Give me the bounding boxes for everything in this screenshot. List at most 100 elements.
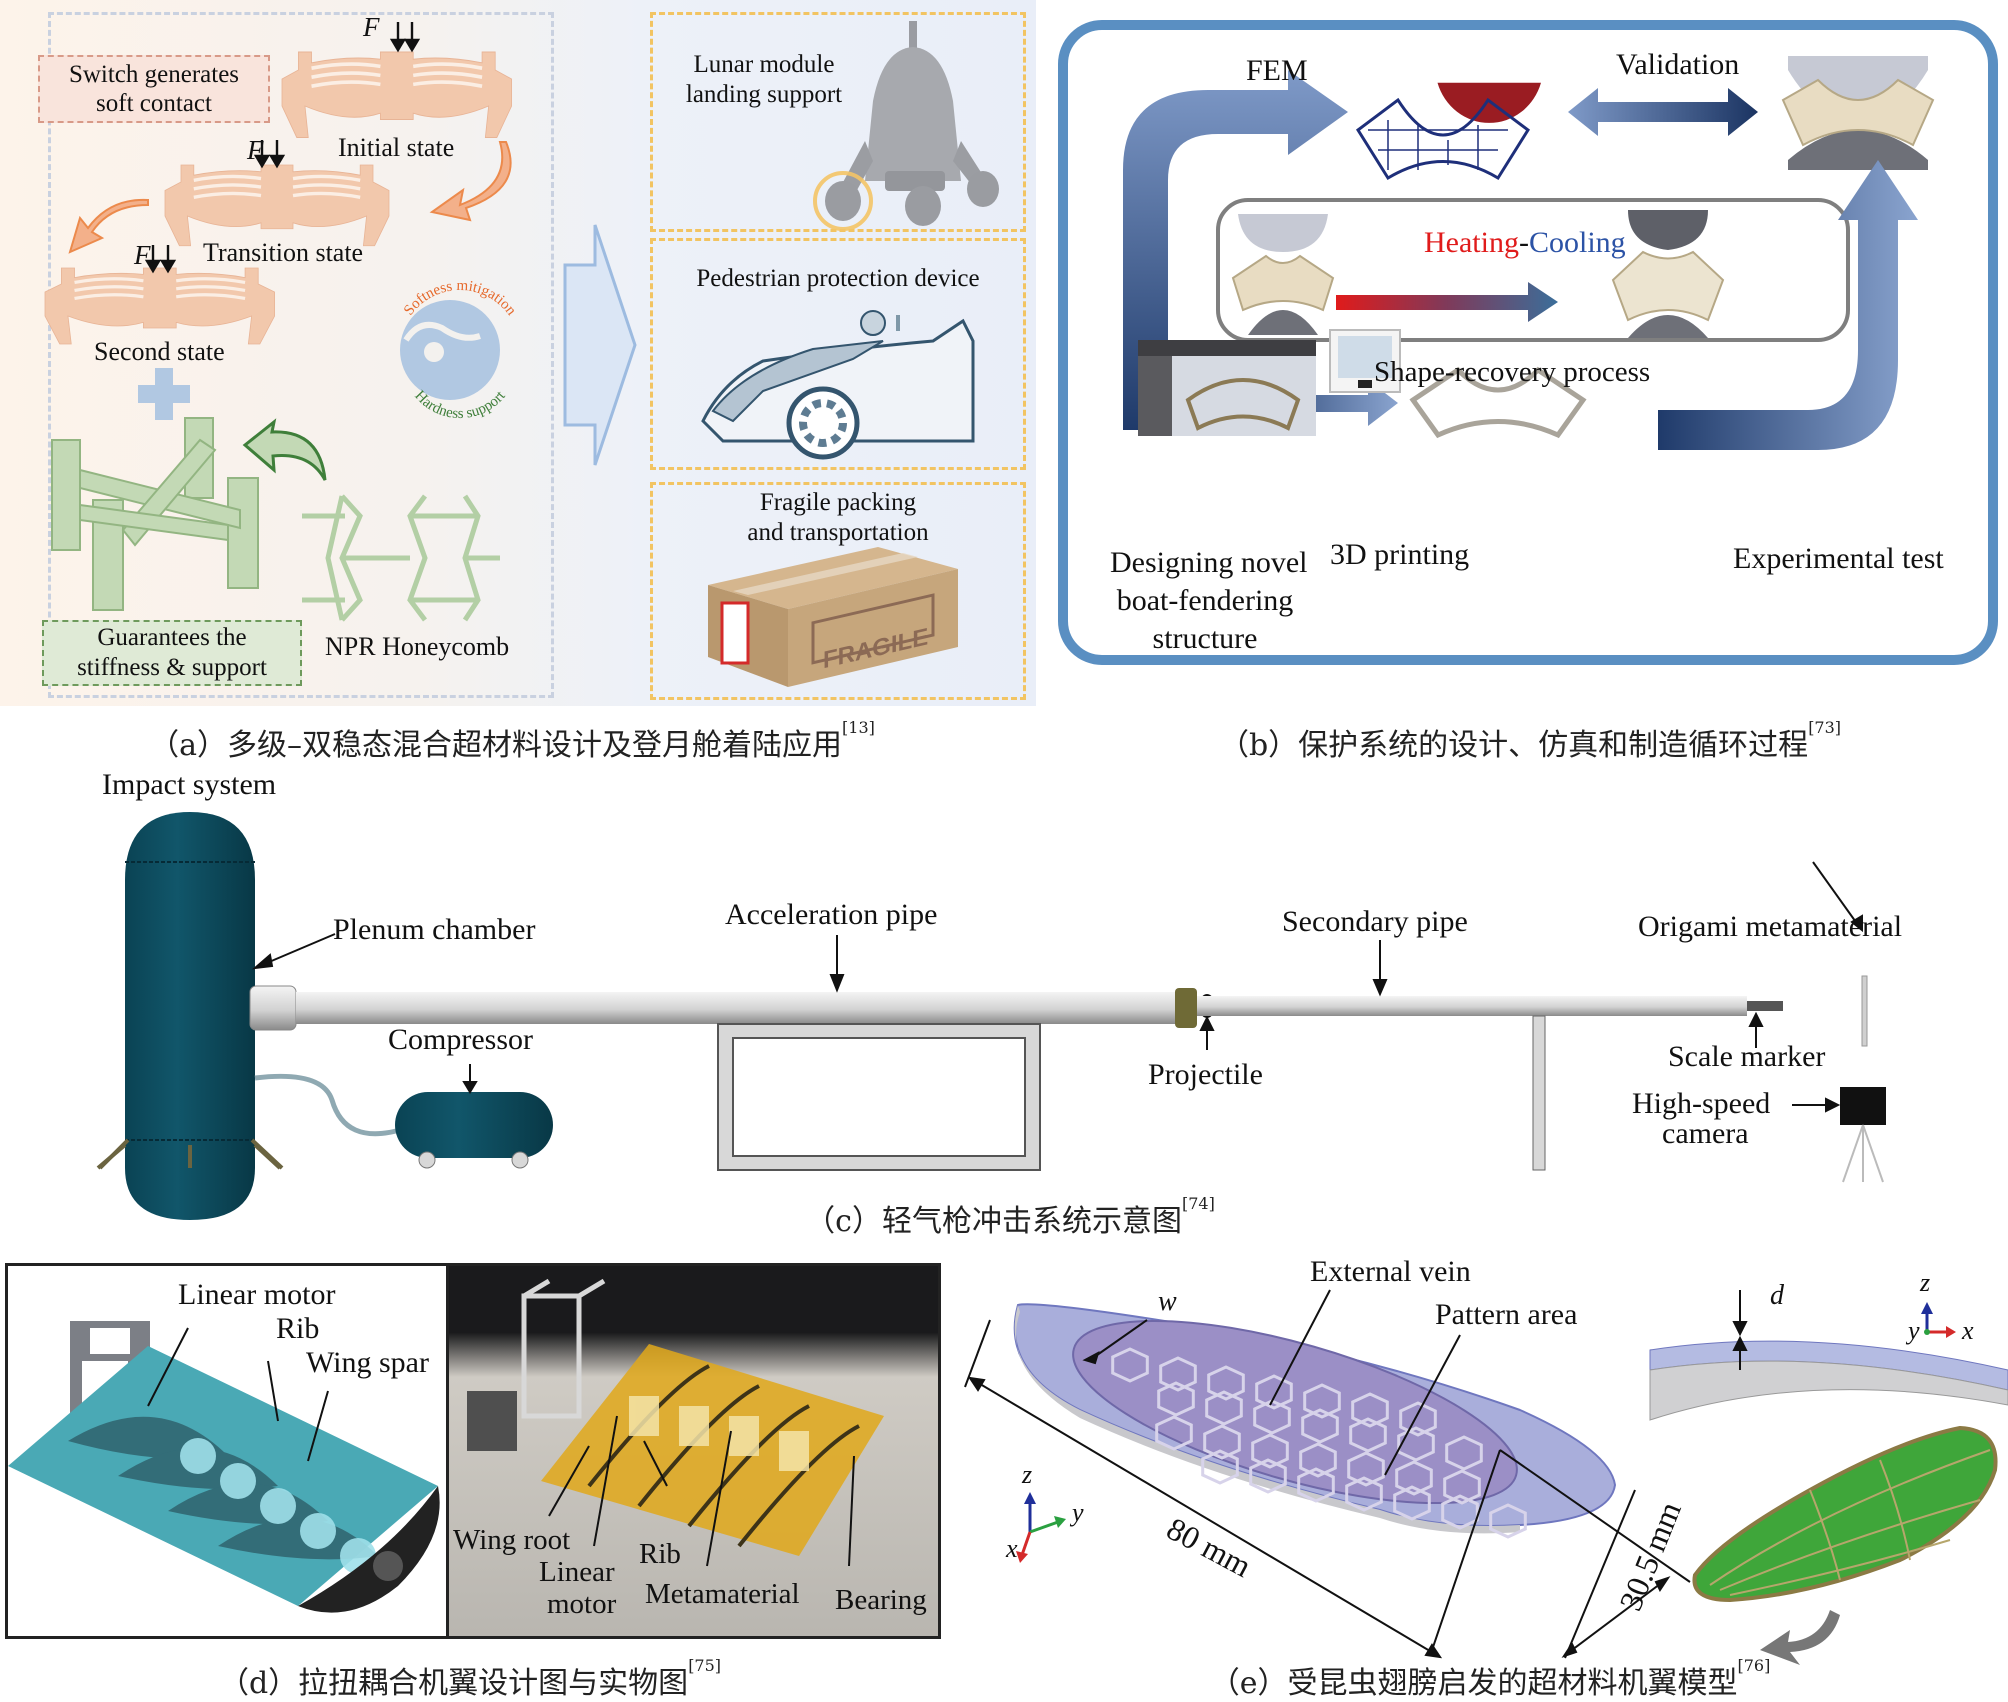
wing-end-rib bbox=[298, 1486, 440, 1613]
acceleration-pipe bbox=[296, 992, 1176, 1024]
force-label-transition: F bbox=[247, 135, 264, 165]
compressor-hose bbox=[254, 1073, 401, 1137]
linear-motor-photo bbox=[467, 1391, 517, 1451]
wing-cad-drawing bbox=[8, 1321, 440, 1613]
printing-label: 3D printing bbox=[1330, 538, 1470, 571]
pedestrian-car-icon bbox=[701, 310, 975, 460]
scale-marker bbox=[1747, 1001, 1783, 1011]
printing-arrow bbox=[1238, 380, 1398, 426]
hexagon-cell bbox=[1299, 1442, 1337, 1478]
scale-label: Scale marker bbox=[1668, 1040, 1826, 1073]
caption-a-ref: [13] bbox=[842, 718, 875, 737]
hexagon-cell bbox=[1489, 1503, 1527, 1539]
insect-wing-diagram bbox=[964, 1289, 2008, 1665]
second-state-label: Second state bbox=[94, 337, 225, 366]
wing-amber bbox=[541, 1344, 884, 1556]
hexagon-cell bbox=[1301, 1408, 1339, 1444]
pedestrian-label: Pedestrian protection device bbox=[696, 265, 980, 292]
hexagon-cell bbox=[1253, 1399, 1291, 1435]
camera-label-line1: High-speed bbox=[1632, 1087, 1771, 1120]
npr-honeycomb bbox=[302, 494, 500, 622]
annotation-arrows bbox=[251, 861, 1863, 1113]
secondary-label: Secondary pipe bbox=[1282, 905, 1468, 938]
hexagon-cell bbox=[1201, 1449, 1239, 1485]
orange-arrow-2 bbox=[68, 198, 149, 254]
secondary-pipe bbox=[1197, 996, 1747, 1016]
hexagon-cell bbox=[1399, 1401, 1437, 1437]
dash: - bbox=[1518, 226, 1529, 259]
validation-label: Validation bbox=[1616, 48, 1740, 81]
camera-label-line2: camera bbox=[1662, 1117, 1749, 1150]
green-support-structure bbox=[51, 417, 259, 611]
wing-photo: Wing root Linear motor Rib Metamaterial … bbox=[449, 1266, 938, 1636]
hexagon-cell bbox=[1441, 1494, 1479, 1530]
heating-cooling-arrow bbox=[1336, 282, 1558, 322]
origami-metamaterial bbox=[1861, 975, 1868, 1047]
fem-label: FEM bbox=[1246, 54, 1308, 87]
caption-c-ref: [74] bbox=[1181, 1194, 1215, 1213]
switch-note-line2: soft contact bbox=[96, 90, 212, 117]
heating-label: Heating bbox=[1424, 226, 1519, 259]
caption-d-text: （d）拉扭耦合机翼设计图与实物图 bbox=[218, 1666, 689, 1701]
initial-state-label: Initial state bbox=[338, 133, 455, 162]
lunar-module-box: Lunar module landing support bbox=[650, 12, 1026, 232]
hexagon-cell bbox=[1349, 1417, 1387, 1453]
shape-recovery-box bbox=[1216, 198, 1850, 342]
lunar-label-line2: landing support bbox=[685, 81, 843, 108]
linear-motor-label-cad: Linear motor bbox=[178, 1278, 336, 1311]
hexagon-cell bbox=[1255, 1374, 1293, 1410]
hexagon-cell bbox=[1347, 1451, 1385, 1487]
stiffness-note-line2: stiffness & support bbox=[77, 654, 267, 681]
initial-state-shape bbox=[280, 50, 514, 140]
yin-yang-icon bbox=[400, 300, 500, 400]
hexagon-cell bbox=[1205, 1390, 1243, 1426]
caption-e: （e）受昆虫翅膀启发的超材料机翼模型[76] bbox=[1210, 1656, 1771, 1702]
softness-mitigation-label: Softness mitigation bbox=[401, 278, 519, 319]
pattern-area bbox=[1072, 1319, 1518, 1505]
lunar-module-icon bbox=[813, 21, 999, 231]
panel-b: FEM Validation Heating-Cooling Shape-rec… bbox=[1058, 20, 1998, 665]
secondary-support bbox=[1532, 1015, 1546, 1171]
compressor-body bbox=[395, 1092, 553, 1158]
plus-icon bbox=[138, 368, 190, 420]
yin-yang-text-ring: Softness mitigation Hardness support bbox=[401, 278, 519, 422]
fragile-package-icon: FRAGILE bbox=[708, 547, 958, 687]
svg-text:Softness mitigation: Softness mitigation bbox=[401, 278, 519, 319]
origami-label: Origami metamaterial bbox=[1638, 910, 1903, 943]
shape-recovery-label: Shape-recovery process bbox=[1374, 356, 1651, 388]
linear-motor-label-photo-1: Linear bbox=[539, 1556, 615, 1588]
divider bbox=[446, 1266, 449, 1636]
fem-mesh bbox=[1355, 97, 1531, 181]
fem-indenter bbox=[1437, 82, 1541, 123]
hexagon-cell bbox=[1395, 1460, 1433, 1496]
axis-z-right: z bbox=[1920, 1268, 1931, 1297]
hexagon-cell bbox=[1159, 1356, 1197, 1392]
fragile-label-line1: Fragile packing bbox=[759, 489, 917, 516]
dimension-lines bbox=[964, 1289, 1691, 1659]
caption-d: （d）拉扭耦合机翼设计图与实物图[75] bbox=[218, 1656, 722, 1702]
wing-spar-label-cad: Wing spar bbox=[306, 1346, 429, 1379]
workflow-diagram bbox=[1123, 56, 1935, 450]
hexagon-cell bbox=[1393, 1485, 1431, 1521]
right-axis-triad bbox=[1921, 1302, 1956, 1338]
design-label-line1: Designing novel bbox=[1110, 546, 1308, 579]
metamaterial-label: Metamaterial bbox=[645, 1578, 800, 1610]
caption-d-ref: [75] bbox=[688, 1656, 722, 1675]
panel-a: Switch generates soft contact bbox=[0, 0, 1036, 706]
stiffness-note: Guarantees the stiffness & support bbox=[42, 620, 302, 686]
insect-wing bbox=[1692, 1425, 1998, 1603]
axis-y-right: y bbox=[1908, 1316, 1920, 1345]
d-label: d bbox=[1770, 1280, 1784, 1311]
bistable-states-drawing bbox=[43, 22, 514, 622]
experimental-arrow bbox=[1658, 160, 1918, 450]
hexagon-cell bbox=[1203, 1424, 1241, 1460]
npr-honeycomb-label: NPR Honeycomb bbox=[325, 632, 510, 661]
design-label-line2: boat-fendering bbox=[1116, 584, 1294, 617]
cooling-label: Cooling bbox=[1528, 226, 1626, 259]
bearing-label: Bearing bbox=[835, 1584, 927, 1616]
caption-c: （c）轻气枪冲击系统示意图[74] bbox=[805, 1194, 1215, 1240]
axis-z-left: z bbox=[1022, 1460, 1033, 1489]
fragile-box: Fragile packing and transportation FRAGI… bbox=[650, 482, 1026, 700]
hexagon-cell bbox=[1157, 1381, 1195, 1417]
pedestrian-box: Pedestrian protection device bbox=[650, 238, 1026, 470]
